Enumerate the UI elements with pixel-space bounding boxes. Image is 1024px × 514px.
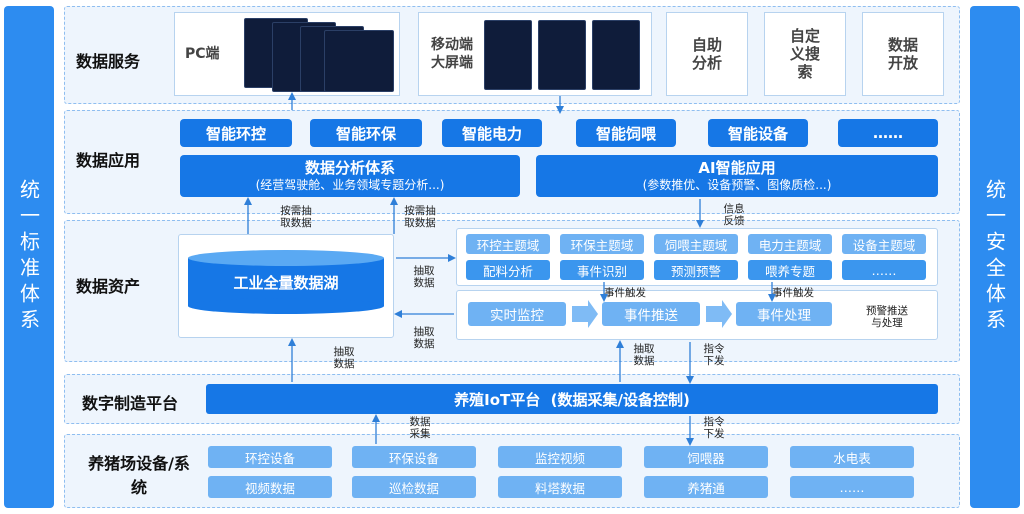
device-meter: 水电表 <box>790 446 914 468</box>
self-service-analysis-label: 自助分析 <box>691 36 722 72</box>
data-collect-note: 数据采集 <box>409 416 431 440</box>
device-feeder: 饲喂器 <box>644 446 768 468</box>
custom-search-box: 自定义搜索 <box>764 12 846 96</box>
data-open-box: 数据开放 <box>862 12 944 96</box>
event-push-box: 事件推送 <box>602 302 700 326</box>
platform-title: 数字制造平台 <box>82 394 179 413</box>
smart-device-button: 智能设备 <box>708 119 808 147</box>
device-more: …… <box>790 476 914 498</box>
warning-push-note: 预警推送与处理 <box>866 305 908 329</box>
realtime-monitor-box: 实时监控 <box>468 302 566 326</box>
ai-application-box: AI智能应用 (参数推优、设备预警、图像质检...) <box>536 155 938 197</box>
event-trigger-note-2: 事件触发 <box>772 287 814 299</box>
extract-note-b: 抽取数据 <box>413 326 435 350</box>
mobile-screenshot-1 <box>484 20 532 90</box>
custom-search-label: 自定义搜索 <box>789 27 820 81</box>
topic-prediction-warning: 预测预警 <box>654 260 738 280</box>
on-demand-extract-note-a: 按需抽取数据 <box>280 205 312 229</box>
topic-more: …… <box>842 260 926 280</box>
device-pig-app: 养猪通 <box>644 476 768 498</box>
analysis-system-subtitle: (经营驾驶舱、业务领域专题分析...) <box>255 178 445 192</box>
analysis-system-title: 数据分析体系 <box>304 159 395 177</box>
device-video-data: 视频数据 <box>208 476 332 498</box>
event-trigger-note-1: 事件触发 <box>604 287 646 299</box>
unified-security-label: 统一安全体系 <box>982 179 1007 335</box>
unified-security-bar: 统一安全体系 <box>970 6 1020 508</box>
devices-title: 养猪场设备/系统 <box>88 454 190 497</box>
topic-event-recognition: 事件识别 <box>560 260 644 280</box>
device-tower-data: 料塔数据 <box>498 476 622 498</box>
extract-note-c: 抽取数据 <box>333 346 355 370</box>
data-application-title: 数据应用 <box>76 151 141 170</box>
ai-application-subtitle: (参数推优、设备预警、图像质检...) <box>642 178 832 192</box>
mobile-label: 移动端大屏端 <box>431 37 473 71</box>
smart-feeding-button: 智能饲喂 <box>576 119 676 147</box>
more-apps-button: …… <box>838 119 938 147</box>
data-service-title: 数据服务 <box>76 52 141 71</box>
data-assets-title: 数据资产 <box>76 277 141 296</box>
topic-feeding: 喂养专题 <box>748 260 832 280</box>
domain-device: 设备主题域 <box>842 234 926 254</box>
event-handle-box: 事件处理 <box>736 302 832 326</box>
mobile-screenshot-3 <box>592 20 640 90</box>
smart-env-protection-button: 智能环保 <box>310 119 422 147</box>
ai-application-title: AI智能应用 <box>698 159 776 177</box>
topic-batching-analysis: 配料分析 <box>466 260 550 280</box>
info-feedback-note: 信息反馈 <box>723 203 745 227</box>
device-env-control: 环控设备 <box>208 446 332 468</box>
mobile-screenshot-2 <box>538 20 586 90</box>
data-lake-cylinder <box>188 250 384 314</box>
data-open-label: 数据开放 <box>887 36 918 72</box>
domain-power: 电力主题域 <box>748 234 832 254</box>
pc-label: PC端 <box>185 46 220 62</box>
iot-platform-bar: 养殖IoT平台 (数据采集/设备控制) <box>206 384 938 414</box>
extract-note-a: 抽取数据 <box>413 265 435 289</box>
domain-env-control: 环控主题域 <box>466 234 550 254</box>
analysis-system-box: 数据分析体系 (经营驾驶舱、业务领域专题分析...) <box>180 155 520 197</box>
command-note-a: 指令下发 <box>703 343 725 367</box>
smart-env-control-button: 智能环控 <box>180 119 292 147</box>
domain-env-protection: 环保主题域 <box>560 234 644 254</box>
device-inspection-data: 巡检数据 <box>352 476 476 498</box>
on-demand-extract-note-b: 按需抽取数据 <box>404 205 436 229</box>
unified-standard-label: 统一标准体系 <box>16 179 41 335</box>
smart-power-button: 智能电力 <box>442 119 542 147</box>
unified-standard-bar: 统一标准体系 <box>4 6 54 508</box>
device-env-protection: 环保设备 <box>352 446 476 468</box>
data-lake-label: 工业全量数据湖 <box>233 273 339 292</box>
extract-note-d: 抽取数据 <box>633 343 655 367</box>
self-service-analysis-box: 自助分析 <box>666 12 748 96</box>
device-video-monitor: 监控视频 <box>498 446 622 468</box>
pc-screenshot-4 <box>324 30 394 92</box>
domain-feeding: 饲喂主题域 <box>654 234 738 254</box>
command-note-b: 指令下发 <box>703 416 725 440</box>
